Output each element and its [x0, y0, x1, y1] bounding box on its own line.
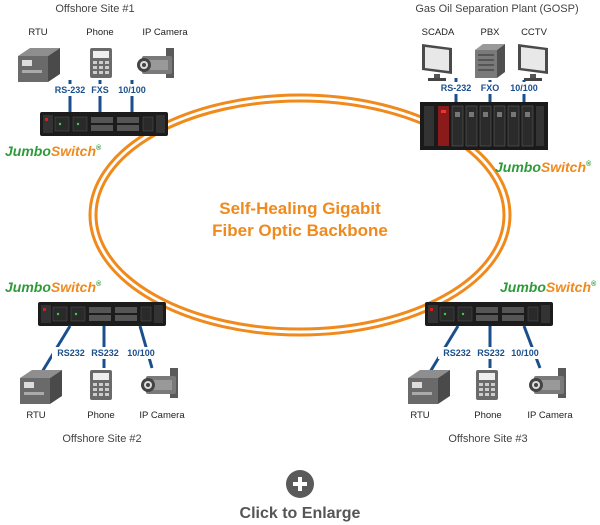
- port-label: RS232: [57, 348, 85, 358]
- device-label-phone: Phone: [474, 410, 501, 421]
- jumboswitch-chassis: [37, 301, 167, 327]
- ip-camera-icon: [137, 48, 174, 78]
- port-label: 10/100: [511, 348, 539, 358]
- device-label-camera: IP Camera: [527, 410, 573, 421]
- device-label-rtu: RTU: [26, 410, 45, 421]
- port-label: RS-232: [441, 83, 472, 93]
- cctv-monitor-icon: [518, 44, 548, 81]
- rtu-icon: [20, 370, 62, 404]
- gosp-site: Gas Oil Separation Plant (GOSP) SCADA PB…: [415, 3, 592, 175]
- fiber-ring: [88, 93, 512, 337]
- jumboswitch-chassis: [424, 301, 554, 327]
- rtu-icon: [408, 370, 450, 404]
- device-label-rtu: RTU: [28, 27, 47, 38]
- port-label: FXS: [91, 85, 109, 95]
- port-label: 10/100: [127, 348, 155, 358]
- offshore-site-1: Offshore Site #1 RTU Phone IP Camera RS-…: [5, 3, 188, 159]
- jumboswitch-logo: JumboSwitch®: [5, 279, 102, 295]
- phone-icon: [90, 48, 112, 78]
- site-title: Offshore Site #3: [448, 433, 527, 445]
- jumboswitch-logo: JumboSwitch®: [5, 143, 102, 159]
- backbone-label-line2: Fiber Optic Backbone: [212, 221, 388, 240]
- device-label-phone: Phone: [86, 27, 113, 38]
- jumboswitch-logo: JumboSwitch®: [500, 279, 597, 295]
- scada-monitor-icon: [422, 44, 452, 81]
- jumboswitch-rack: [419, 101, 549, 151]
- port-label: RS232: [91, 348, 119, 358]
- click-to-enlarge-button[interactable]: Click to Enlarge: [240, 470, 361, 522]
- port-label: RS232: [477, 348, 505, 358]
- phone-icon: [476, 370, 498, 400]
- plus-icon[interactable]: [286, 470, 314, 498]
- port-label: RS232: [443, 348, 471, 358]
- device-label-pbx: PBX: [480, 27, 500, 38]
- device-label-camera: IP Camera: [139, 410, 185, 421]
- backbone-label-line1: Self-Healing Gigabit: [219, 199, 381, 218]
- ip-camera-icon: [141, 368, 178, 398]
- click-to-enlarge-label[interactable]: Click to Enlarge: [240, 505, 361, 522]
- site-title: Offshore Site #2: [62, 433, 141, 445]
- device-label-scada: SCADA: [422, 27, 455, 38]
- site-title: Gas Oil Separation Plant (GOSP): [415, 3, 578, 15]
- port-label: FXO: [481, 83, 500, 93]
- device-label-phone: Phone: [87, 410, 114, 421]
- port-label: 10/100: [510, 83, 538, 93]
- site-title: Offshore Site #1: [55, 3, 134, 15]
- jumboswitch-chassis: [39, 111, 169, 137]
- ip-camera-icon: [529, 368, 566, 398]
- rtu-icon: [18, 48, 60, 82]
- offshore-site-2: JumboSwitch® RS232 RS232 10/100 RTU Phon…: [5, 279, 185, 445]
- pbx-icon: [475, 44, 505, 78]
- device-label-cctv: CCTV: [521, 27, 548, 38]
- device-label-rtu: RTU: [410, 410, 429, 421]
- offshore-site-3: JumboSwitch® RS232 RS232 10/100 RTU Phon…: [408, 279, 597, 445]
- device-label-camera: IP Camera: [142, 27, 188, 38]
- phone-icon: [90, 370, 112, 400]
- port-label: RS-232: [55, 85, 86, 95]
- jumboswitch-logo: JumboSwitch®: [495, 159, 592, 175]
- port-label: 10/100: [118, 85, 146, 95]
